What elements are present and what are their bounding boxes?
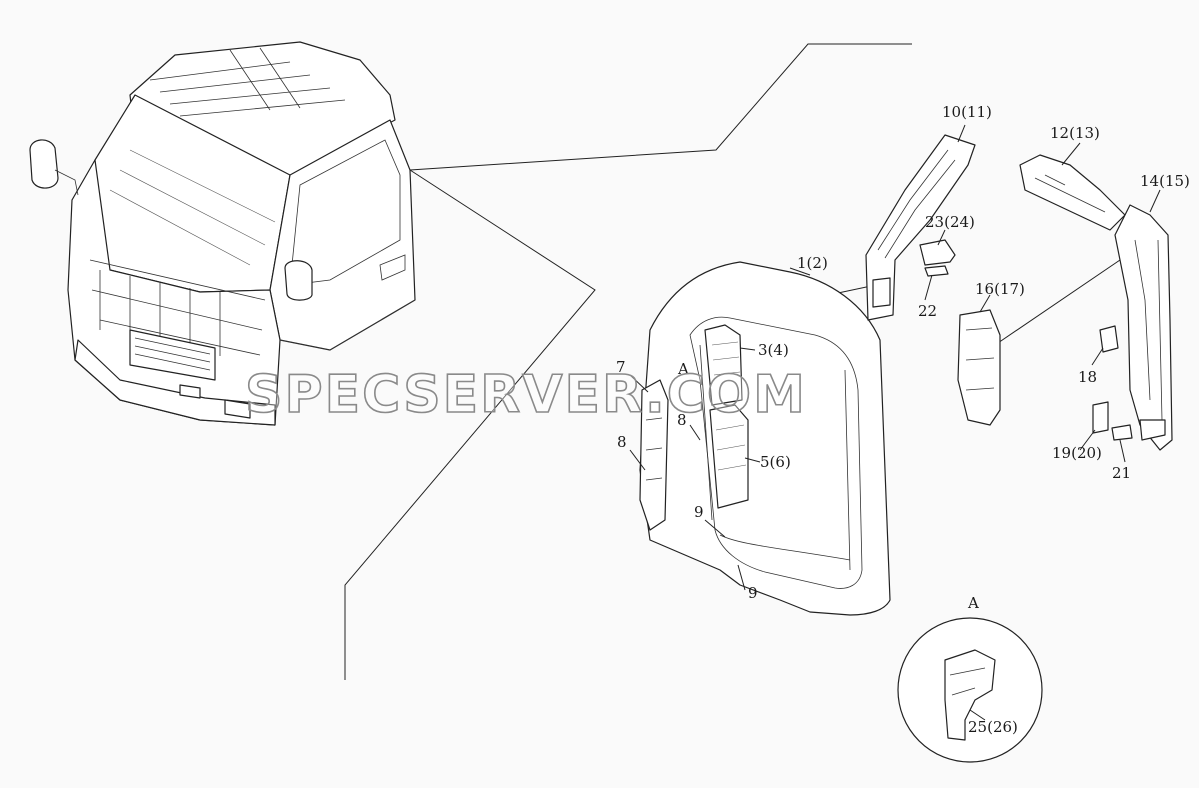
callout-8-right: 8 (677, 411, 687, 429)
callout-3: 3(4) (758, 341, 789, 359)
truck-cab-illustration (29, 41, 416, 426)
callout-a: A (677, 360, 689, 378)
detail-a-title: A (967, 594, 979, 612)
callout-8-left: 8 (617, 433, 627, 451)
callout-labels: 1(2) 3(4) 5(6) 7 A 8 8 9 9 10(11) 12(13)… (616, 103, 1190, 736)
callout-22: 22 (918, 302, 937, 320)
callout-23: 23(24) (925, 213, 975, 231)
callout-7: 7 (616, 358, 626, 376)
callout-19: 19(20) (1052, 444, 1102, 462)
callout-14: 14(15) (1140, 172, 1190, 190)
callout-9-upper: 9 (694, 503, 704, 521)
detail-a-circle (897, 617, 1043, 763)
door-frame-panel (639, 261, 891, 616)
small-brackets (919, 239, 956, 277)
callout-5: 5(6) (760, 453, 791, 471)
callout-25: 25(26) (968, 718, 1018, 736)
callout-10: 10(11) (942, 103, 992, 121)
callout-9-lower: 9 (748, 584, 758, 602)
roof-rail-part (1019, 154, 1126, 231)
callout-1: 1(2) (797, 254, 828, 272)
inner-panel-part (957, 309, 1001, 426)
inner-pillar-parts (704, 324, 749, 509)
callout-18: 18 (1078, 368, 1097, 386)
rear-pillar-part (1114, 204, 1173, 451)
watermark-text: SPECSERVER.COM (245, 365, 807, 425)
callout-16: 16(17) (975, 280, 1025, 298)
callout-leader-lines (629, 124, 1161, 721)
hinge-pillar-part (639, 379, 669, 531)
callout-21: 21 (1112, 464, 1131, 482)
callout-12: 12(13) (1050, 124, 1100, 142)
upper-pillar-part (865, 134, 976, 321)
small-clips (1092, 325, 1133, 441)
